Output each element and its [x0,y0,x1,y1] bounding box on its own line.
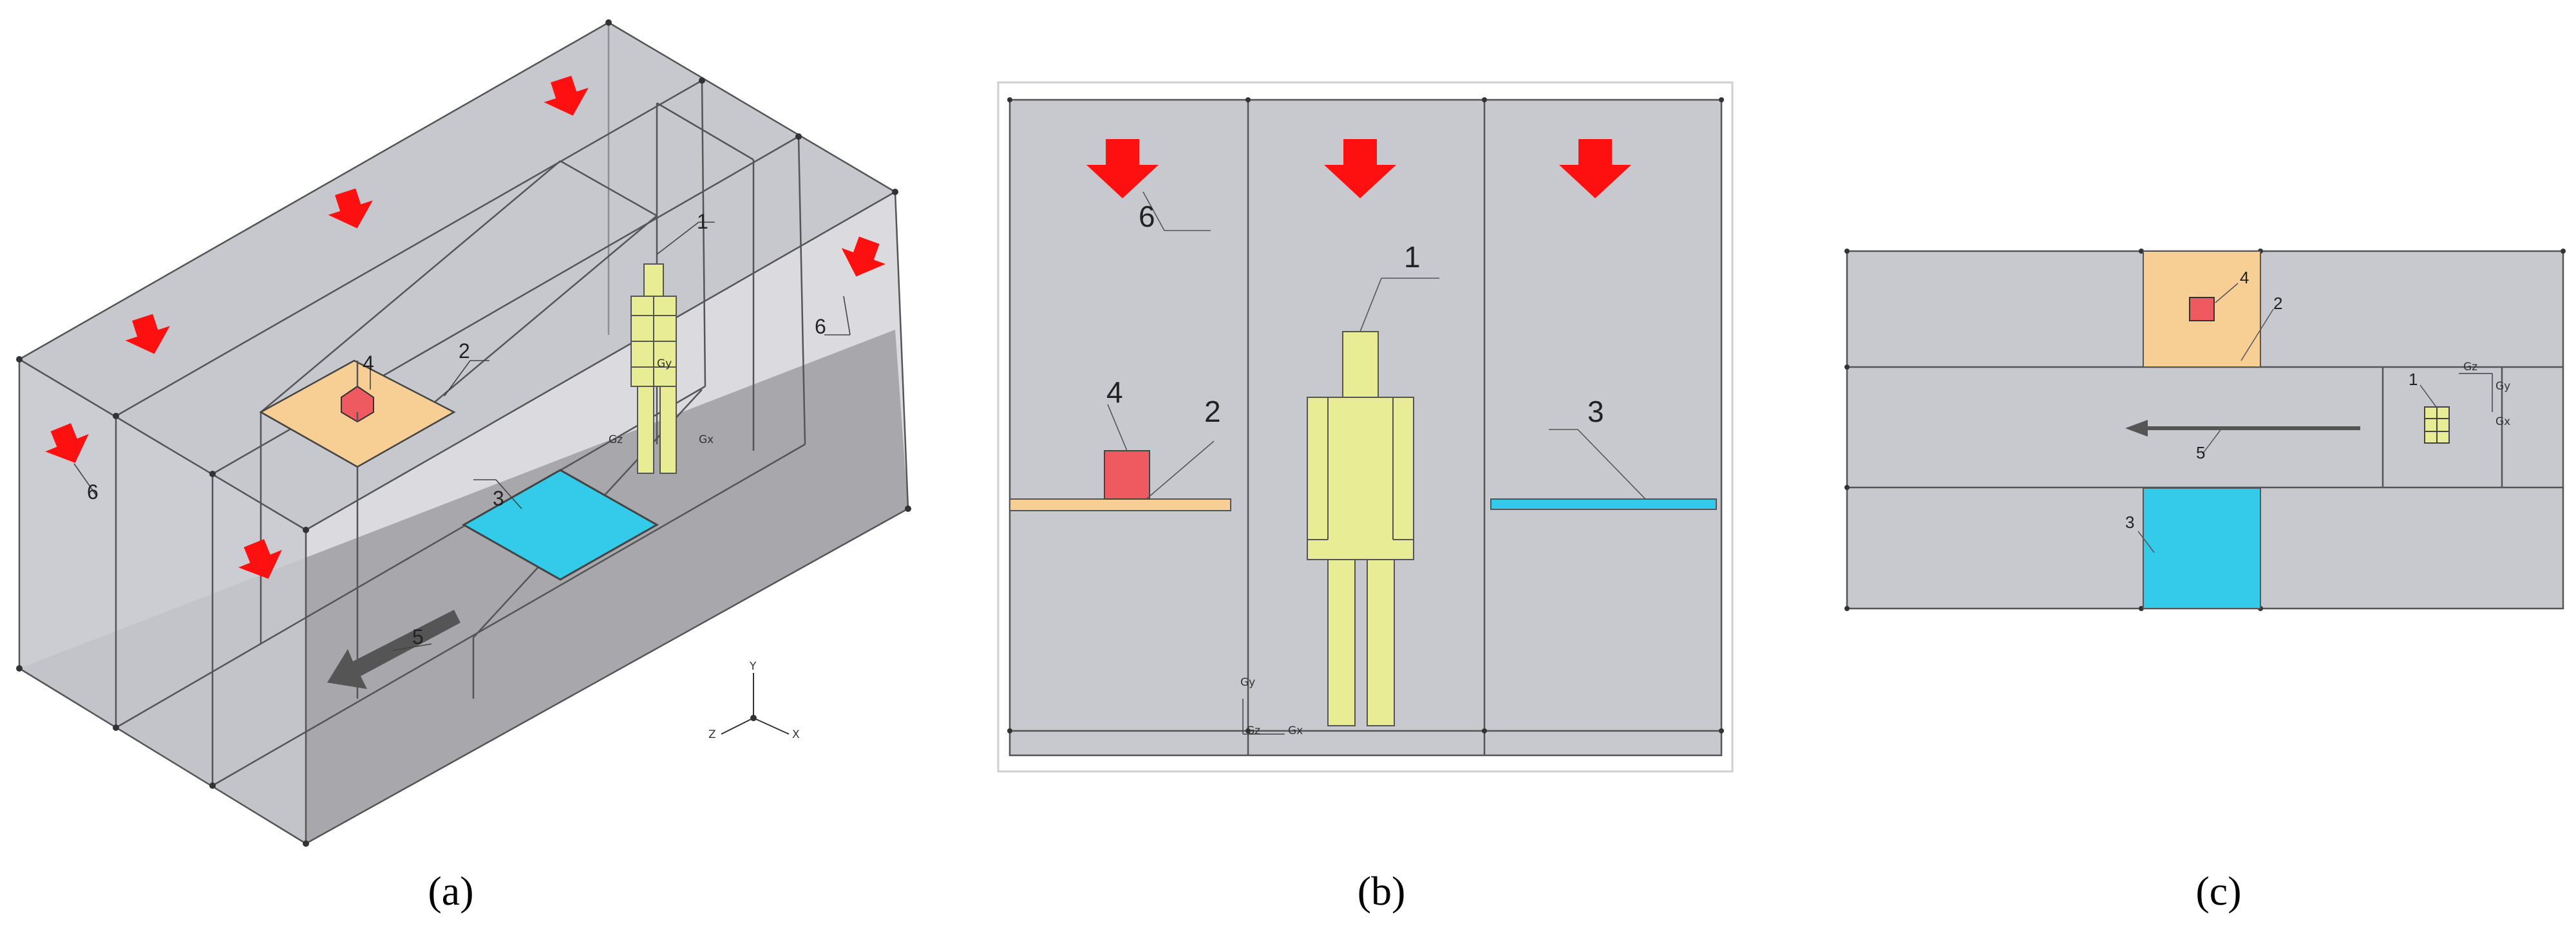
label-table: 2 [459,339,470,363]
local-axes [2459,373,2493,412]
exhaust-arrow-icon [2125,420,2360,437]
label-exhaust: 5 [2196,443,2205,462]
caption-b: (b) [1358,868,1406,914]
local-axes [1242,699,1285,735]
local-axis-gz: Gz [1246,724,1260,737]
panel-c-top-view: 1 2 3 4 5 Gz Gy Gx [1844,249,2566,611]
panel-b-front-view: 6 1 2 3 4 Gy Gz Gx [997,81,1734,773]
exhaust-arrow-icon [327,610,460,689]
human-model [2424,406,2450,444]
local-axis-gy: Gy [1240,676,1255,689]
room-vertices [16,19,911,847]
local-axis-gz: Gz [2463,361,2477,373]
local-axis-gx: Gx [699,433,714,446]
room-front-face [19,359,306,844]
local-axis-gy: Gy [2496,380,2510,393]
room-top-face [19,23,895,530]
axis-z-label: Z [708,728,716,741]
leader-lines [73,222,851,651]
local-axis-gx: Gx [2496,415,2510,428]
label-human: 1 [697,210,708,233]
caption-c: (c) [2195,868,2241,914]
heat-source [2189,297,2215,321]
axes-triad-icon [721,673,790,735]
axis-y-label: Y [749,660,757,673]
axis-x-label: X [792,728,800,741]
label-human: 1 [2409,370,2418,389]
label-table: 2 [2273,294,2282,313]
label-heat-source: 4 [1106,375,1123,409]
label-supply-2: 6 [87,480,99,504]
label-supply: 6 [815,315,826,338]
label-supply: 6 [1139,200,1155,233]
caption-a: (a) [428,868,473,914]
leader-lines [1107,191,1646,500]
cold-panel [2143,487,2261,609]
local-axis-gz: Gz [609,433,623,446]
label-exhaust: 5 [412,625,424,648]
local-axis-gx: Gx [1288,724,1303,737]
heat-source [1104,450,1150,500]
label-cold-panel: 3 [2125,513,2134,532]
label-heat-source: 4 [363,352,374,375]
human-model [1307,331,1414,726]
local-axis-gy: Gy [657,357,672,370]
label-human: 1 [1404,240,1421,274]
label-cold-panel: 3 [1587,395,1604,428]
cold-panel [1490,498,1717,510]
panel-a-isometric-view: 1 2 3 4 5 6 6 Gy Gz Gx Y X Z [16,19,911,847]
leader-lines [2137,283,2437,553]
human-model [630,263,677,474]
label-cold-panel: 3 [493,487,504,510]
section-vertices [1007,97,1724,733]
section-lines [1010,100,1721,755]
heat-table [1009,498,1231,511]
label-table: 2 [1204,395,1221,428]
label-heat-source: 4 [2240,268,2249,287]
